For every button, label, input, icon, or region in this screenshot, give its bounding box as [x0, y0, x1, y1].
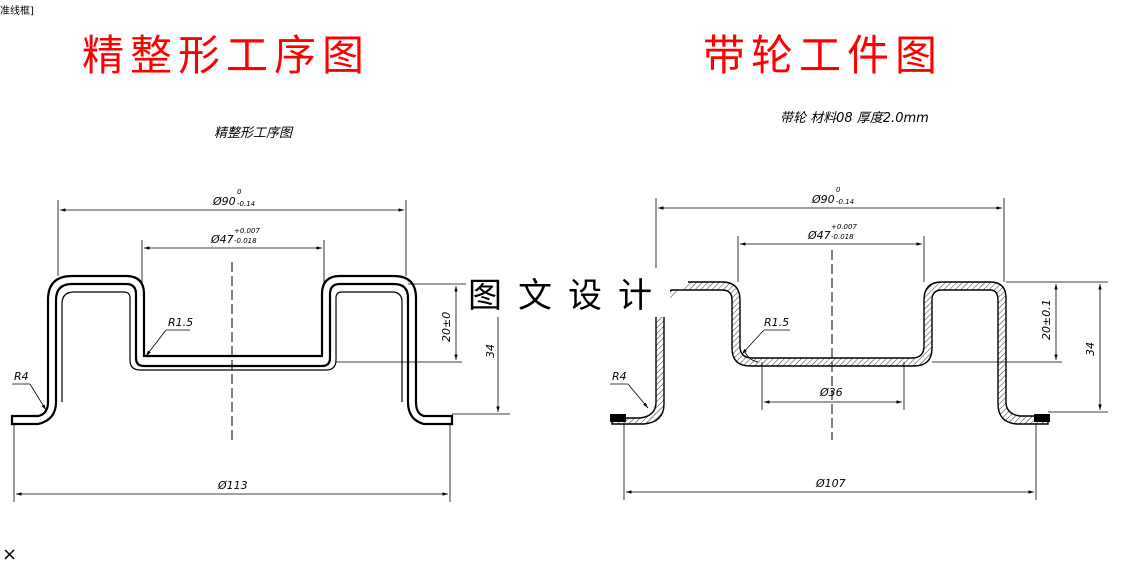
right-d36-label: Ø36 [819, 386, 843, 399]
left-drawing [10, 200, 510, 502]
right-subtitle: 带轮 材料08 厚度2.0mm [780, 111, 929, 126]
right-d90-upper: 0 [836, 186, 841, 194]
right-r4-label: R4 [612, 370, 627, 383]
left-part-outline-inner [61, 291, 403, 402]
watermark-text: 图文设计 [466, 268, 670, 317]
right-d47-lower: -0.018 [831, 233, 854, 241]
right-r15-label: R1.5 [764, 316, 789, 329]
right-d107-label: Ø107 [815, 477, 846, 490]
right-drawing [610, 198, 1108, 500]
right-r4-leader [627, 383, 649, 409]
corner-tag: 准线框] [0, 6, 34, 17]
left-r4-leader [29, 383, 47, 411]
left-part-outline-outer [10, 274, 454, 426]
right-d90-lower: -0.14 [836, 198, 854, 206]
left-d90-lower: -0.14 [237, 200, 255, 208]
right-d47-label: Ø47 [807, 229, 831, 242]
left-subtitle: 精整形工序图 [214, 126, 293, 141]
left-d47-label: Ø47 [210, 233, 234, 246]
close-icon[interactable]: × [2, 544, 17, 565]
right-h34-label: 34 [1084, 342, 1097, 356]
left-r15-leader [145, 329, 167, 357]
right-d90-label: Ø90 [811, 193, 835, 206]
right-flange-end-left [610, 414, 626, 422]
left-d113-label: Ø113 [217, 479, 248, 492]
left-d90-upper: 0 [237, 188, 242, 196]
left-h20-label: 20±0 [440, 312, 453, 342]
left-d47-upper: +0.007 [234, 227, 260, 235]
left-title: 精整形工序图 [82, 31, 371, 80]
left-r15-label: R1.5 [168, 316, 193, 329]
left-d47-lower: -0.018 [234, 237, 257, 245]
right-part-section [611, 281, 1049, 425]
right-r15-leader [741, 329, 765, 355]
right-title: 带轮工件图 [703, 31, 944, 80]
right-h20-label: 20±0.1 [1040, 299, 1053, 340]
right-d47-upper: +0.007 [831, 223, 857, 231]
left-h34-label: 34 [484, 344, 497, 358]
right-flange-end-right [1034, 414, 1050, 422]
left-d90-label: Ø90 [212, 195, 236, 208]
left-r4-label: R4 [14, 370, 29, 383]
